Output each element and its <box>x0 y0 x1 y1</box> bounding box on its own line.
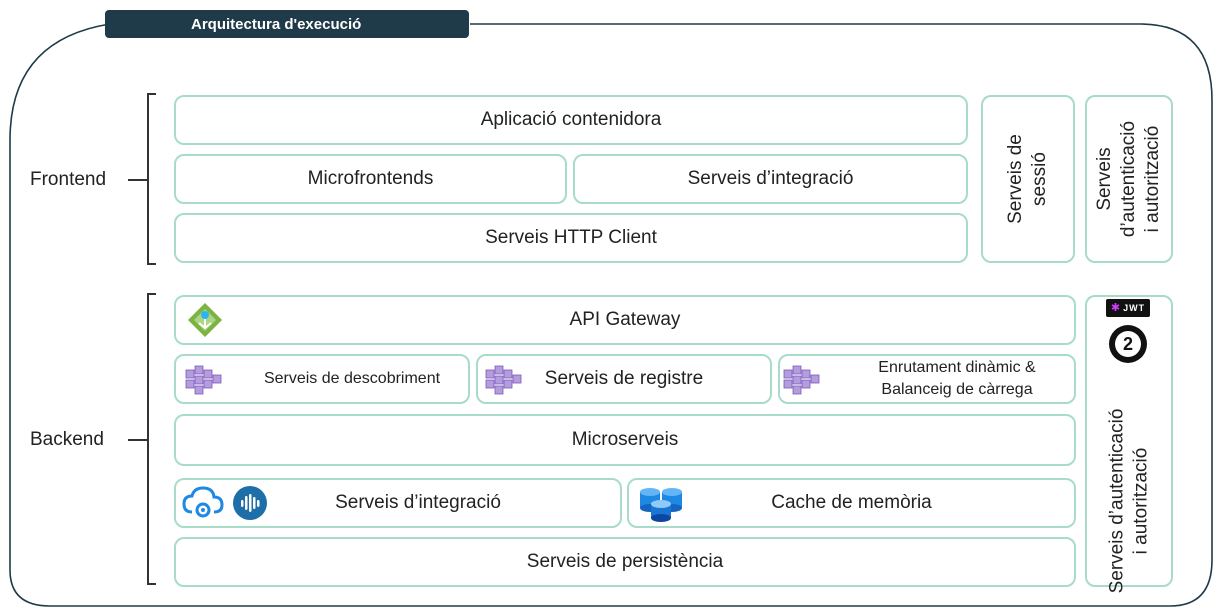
cache-database-icon <box>640 488 682 522</box>
frontend-label: Frontend <box>30 169 107 190</box>
cache-label: Cache de memòria <box>771 492 932 513</box>
registry-box: Serveis de registre <box>476 354 772 404</box>
session-services-label: Serveis de sessió <box>1005 134 1050 224</box>
registry-label: Serveis de registre <box>544 368 704 389</box>
service-cluster-icon <box>185 365 222 395</box>
frontend-integration-box: Serveis d’integració <box>573 154 968 204</box>
http-client-label: Serveis HTTP Client <box>485 227 657 248</box>
backend-bracket <box>128 293 156 585</box>
discovery-label: Serveis de descobriment <box>263 370 441 387</box>
oauth2-icon: 2 <box>1109 325 1147 363</box>
service-cluster-icon <box>485 365 522 395</box>
frontend-bracket <box>128 93 156 265</box>
microfrontends-label: Microfrontends <box>307 168 434 189</box>
frontend-auth-box: Serveis d’autenticació i autorització <box>1085 95 1173 263</box>
service-cluster-icon <box>783 365 820 395</box>
microservices-box: Microserveis <box>174 414 1076 466</box>
api-gateway-icon <box>188 303 222 337</box>
cache-box: Cache de memòria <box>627 478 1076 528</box>
http-client-box: Serveis HTTP Client <box>174 213 968 263</box>
api-gateway-box: API Gateway <box>174 295 1076 345</box>
kafka-icon <box>233 486 267 520</box>
container-app-box: Aplicació contenidora <box>174 95 968 145</box>
backend-label: Backend <box>30 429 104 450</box>
container-app-label: Aplicació contenidora <box>480 109 662 130</box>
routing-label: Enrutament dinàmic & Balanceig de càrreg… <box>878 359 1036 398</box>
api-gateway-label: API Gateway <box>569 309 681 330</box>
routing-box: Enrutament dinàmic & Balanceig de càrreg… <box>778 354 1076 404</box>
frontend-auth-label: Serveis d’autenticació i autorització <box>1094 120 1164 238</box>
cloud-integration-icon <box>182 486 224 518</box>
persistence-box: Serveis de persistència <box>174 537 1076 587</box>
session-services-box: Serveis de sessió <box>981 95 1075 263</box>
jwt-icon: ✱ JWT <box>1106 299 1150 317</box>
backend-auth-label: Serveis d’autenticació i autorització <box>1106 408 1152 594</box>
persistence-label: Serveis de persistència <box>526 551 724 572</box>
discovery-box: Serveis de descobriment <box>174 354 470 404</box>
microfrontends-box: Microfrontends <box>174 154 567 204</box>
microservices-label: Microserveis <box>571 429 679 450</box>
diagram-title: Arquitectura d'execució <box>105 10 469 38</box>
backend-integration-label: Serveis d’integració <box>335 492 501 513</box>
frontend-integration-label: Serveis d’integració <box>687 168 854 189</box>
